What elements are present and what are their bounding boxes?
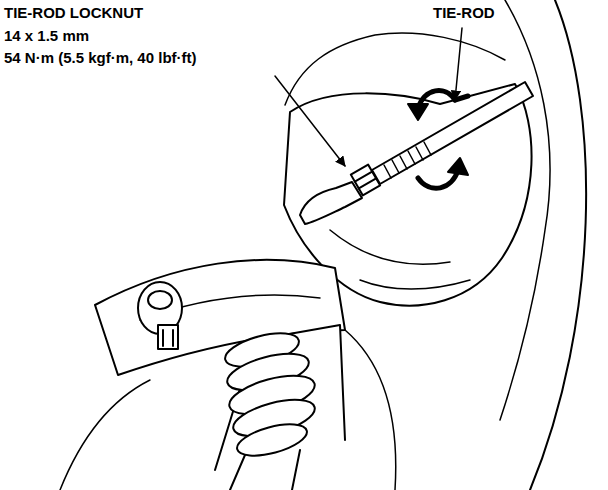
part-label: TIE-ROD LOCKNUT bbox=[3, 4, 144, 22]
torque-spec: 54 N·m (5.5 kgf·m, 40 lbf·ft) bbox=[3, 49, 198, 67]
part-label: TIE-ROD bbox=[432, 4, 496, 22]
dimension-label: 14 x 1.5 mm bbox=[3, 27, 90, 45]
